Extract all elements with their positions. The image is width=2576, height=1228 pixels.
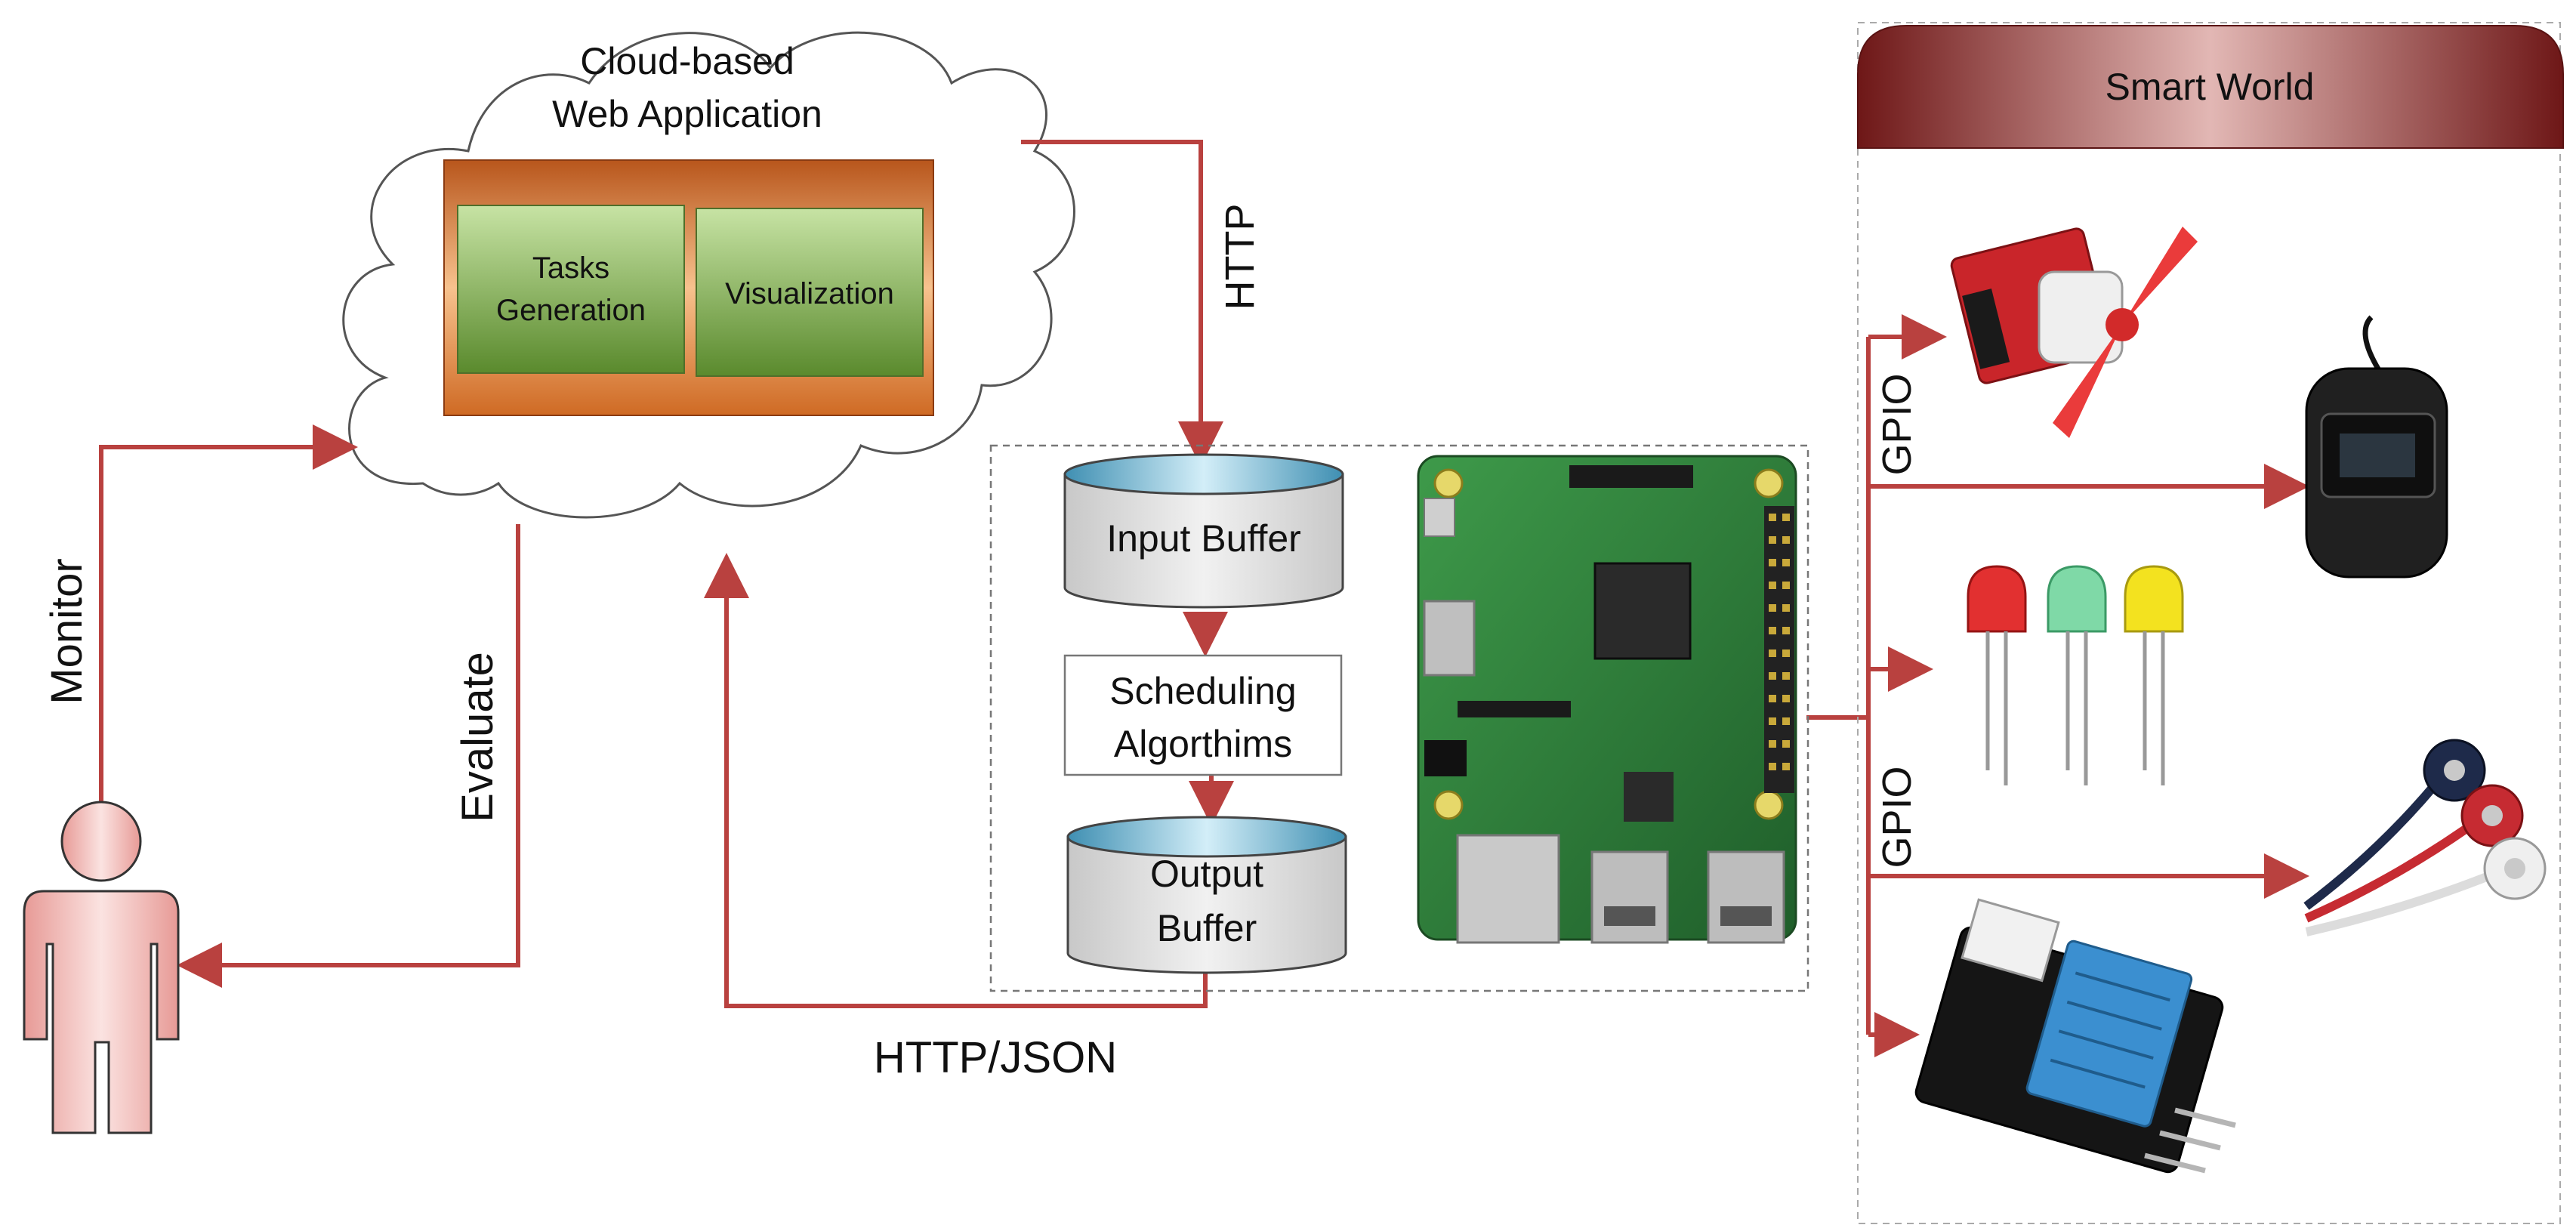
dht11-sensor-image (1914, 898, 2236, 1174)
http-label: HTTP (1217, 204, 1263, 310)
evaluate-arrow (177, 524, 520, 988)
input-buffer-label: Input Buffer (1106, 517, 1301, 560)
http-json-label: HTTP/JSON (874, 1033, 1117, 1082)
tasks-generation-box (457, 205, 685, 374)
scheduling-line2: Algorthims (1114, 723, 1292, 765)
input-buffer-cylinder: Input Buffer (1063, 453, 1344, 609)
gpio-bottom-label: GPIO (1874, 766, 1920, 868)
gpio-top-label: GPIO (1874, 373, 1920, 475)
smart-world-border (1857, 22, 2561, 1224)
connectors (99, 140, 2309, 1057)
ecg-electrode-snaps-image (2303, 739, 2547, 936)
tasks-generation-line1: Tasks (532, 251, 609, 285)
cloud-title-line1: Cloud-based (580, 40, 794, 82)
smart-world-title: Smart World (2106, 66, 2315, 108)
raspberry-pi-board-image (1417, 455, 1797, 944)
cloud-title-line2: Web Application (552, 93, 822, 135)
http-arrow (1021, 140, 1223, 467)
led-green-image (2047, 565, 2107, 785)
scheduling-line1: Scheduling (1109, 670, 1296, 712)
led-yellow-image (2124, 565, 2184, 785)
user-person-icon (23, 801, 180, 1134)
monitor-label: Monitor (42, 558, 91, 704)
output-buffer-line1: Output (1150, 853, 1263, 895)
fan-motor-module-image (1950, 227, 2198, 438)
http-json-arrow (704, 553, 1208, 1008)
smart-world-panel: Smart World (1857, 22, 2564, 1224)
person-head (60, 801, 142, 882)
led-red-image (1967, 565, 2027, 785)
pulse-oximeter-image (2305, 315, 2448, 579)
edge-device-container (989, 444, 1809, 992)
output-buffer-line2: Buffer (1157, 907, 1257, 949)
tasks-generation-line2: Generation (496, 294, 646, 327)
scheduling-algorithms-box: Scheduling Algorthims (1063, 654, 1343, 776)
evaluate-label: Evaluate (453, 652, 502, 822)
cloud-web-application: Cloud-based Web Application Tasks Genera… (342, 31, 1075, 519)
person-body (23, 890, 180, 1134)
visualization-label: Visualization (725, 277, 894, 310)
visualization-box (696, 208, 924, 377)
output-buffer-cylinder: Output Buffer (1066, 816, 1347, 974)
smart-world-banner (1857, 25, 2564, 149)
monitor-arrow (99, 424, 358, 804)
